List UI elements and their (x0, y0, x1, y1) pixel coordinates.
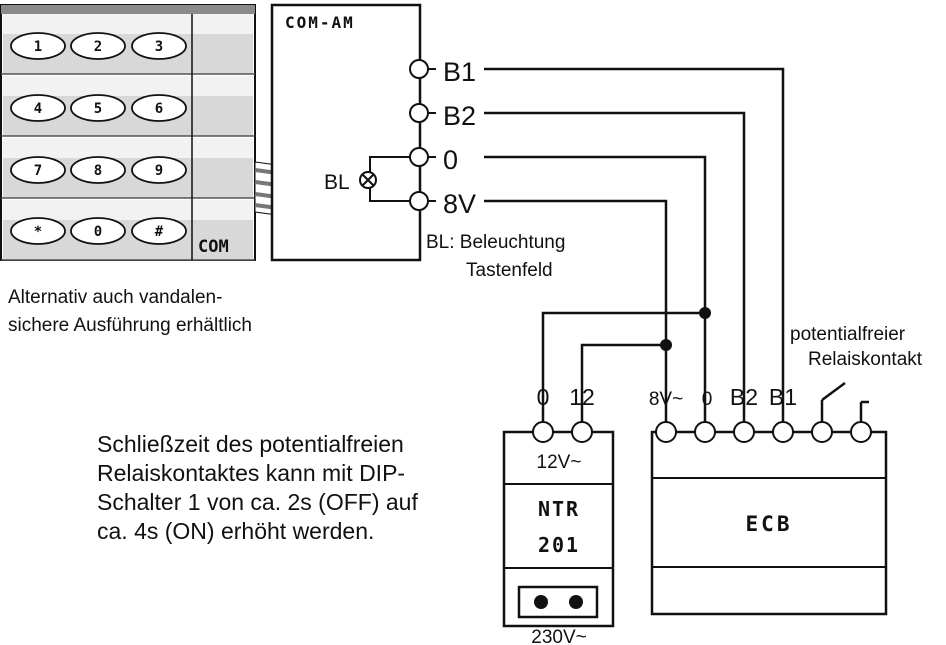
keypad-brand-label: COM (198, 237, 229, 257)
ecb-terminal-8v (655, 421, 677, 443)
ntr-terminal-12 (571, 421, 593, 443)
note-line: Schalter 1 von ca. 2s (OFF) auf (97, 489, 418, 515)
note-line: Schließzeit des potentialfreien (97, 431, 404, 457)
com-am-label-8v: 8V (443, 189, 476, 219)
keypad-key-hash[interactable]: # (131, 217, 187, 245)
ntr-output-label: 12V~ (537, 452, 582, 473)
ntr-label-12: 12 (569, 384, 595, 410)
relay-label-line1: potentialfreier (790, 324, 906, 345)
com-am-label-0: 0 (443, 145, 458, 175)
keypad-key-0[interactable]: 0 (70, 217, 126, 245)
com-am-label-b1: B1 (443, 57, 476, 87)
keypad-caption-line1: Alternativ auch vandalen- (8, 287, 222, 308)
keypad-key-label: 8 (94, 163, 102, 179)
junction-dot (699, 307, 711, 319)
ecb-name: ECB (746, 512, 793, 536)
keypad-key-label: 6 (155, 101, 163, 117)
com-am-terminal-8v (409, 191, 429, 211)
keypad-key-label: 2 (94, 39, 102, 55)
dip-switch-note: Schließzeit des potentialfreien Relaisko… (97, 430, 418, 546)
keypad-key-2[interactable]: 2 (70, 32, 126, 60)
com-am-label-b2: B2 (443, 101, 476, 131)
keypad-key-label: 5 (94, 101, 102, 117)
keypad: 1 2 3 4 5 6 7 8 9 * 0 # COM (0, 4, 256, 261)
com-am-terminal-b2 (409, 103, 429, 123)
ecb-label-8v: 8V~ (649, 389, 683, 410)
wire-0 (484, 155, 707, 423)
keypad-key-label: * (34, 224, 42, 240)
wire-ntr-0 (541, 311, 705, 423)
keypad-key-label: 0 (94, 224, 102, 240)
ecb-label-b1: B1 (769, 384, 797, 410)
keypad-caption-line2: sichere Ausführung erhältlich (8, 315, 252, 336)
ntr-name-line1: NTR (538, 497, 580, 521)
keypad-key-8[interactable]: 8 (70, 156, 126, 184)
note-line: Relaiskontaktes kann mit DIP- (97, 460, 406, 486)
lamp-label: BL (324, 171, 350, 194)
com-am-terminal-b1 (409, 59, 429, 79)
ntr-terminal-0 (532, 421, 554, 443)
wire-b2 (484, 111, 746, 423)
keypad-key-star[interactable]: * (10, 217, 66, 245)
com-am-terminal-0 (409, 147, 429, 167)
com-am-title: COM-AM (285, 13, 355, 32)
ecb-terminal-relay-b (850, 421, 872, 443)
wire-b1 (484, 67, 785, 423)
ecb-terminal-0 (694, 421, 716, 443)
ntr-name-line2: 201 (538, 533, 580, 557)
keypad-key-label: 3 (155, 39, 163, 55)
keypad-key-6[interactable]: 6 (131, 94, 187, 122)
keypad-key-label: 1 (34, 39, 42, 55)
ecb-label-b2: B2 (730, 384, 758, 410)
keypad-key-3[interactable]: 3 (131, 32, 187, 60)
keypad-key-1[interactable]: 1 (10, 32, 66, 60)
keypad-key-5[interactable]: 5 (70, 94, 126, 122)
wire-ntr-12 (580, 343, 666, 423)
relay-label-line2: Relaiskontakt (808, 349, 923, 370)
ecb-label-0: 0 (702, 389, 713, 410)
ntr-input-label: 230V~ (531, 627, 586, 645)
keypad-key-label: 9 (155, 163, 163, 179)
junction-dot (660, 339, 672, 351)
ecb-terminal-b2 (733, 421, 755, 443)
keypad-key-4[interactable]: 4 (10, 94, 66, 122)
keypad-key-label: # (155, 224, 164, 240)
keypad-key-label: 7 (34, 163, 42, 179)
keypad-key-label: 4 (34, 101, 42, 117)
ecb-terminal-b1 (772, 421, 794, 443)
keypad-key-7[interactable]: 7 (10, 156, 66, 184)
ntr-201-module: 0 12 12V~ NTR 201 230V~ (502, 384, 615, 645)
relay-switch-icon (820, 381, 869, 422)
keypad-key-9[interactable]: 9 (131, 156, 187, 184)
com-am-module: COM-AM B1 B2 0 8V BL BL: Beleuchtung Tas… (270, 3, 565, 281)
ecb-module: 8V~ 0 B2 B1 ECB potentialfreier Relaisko… (649, 324, 923, 616)
ntr-label-0: 0 (537, 384, 550, 410)
ecb-terminal-relay-a (811, 421, 833, 443)
legend-line1: BL: Beleuchtung (426, 232, 565, 253)
legend-line2: Tastenfeld (466, 260, 553, 281)
note-line: ca. 4s (ON) erhöht werden. (97, 518, 375, 544)
